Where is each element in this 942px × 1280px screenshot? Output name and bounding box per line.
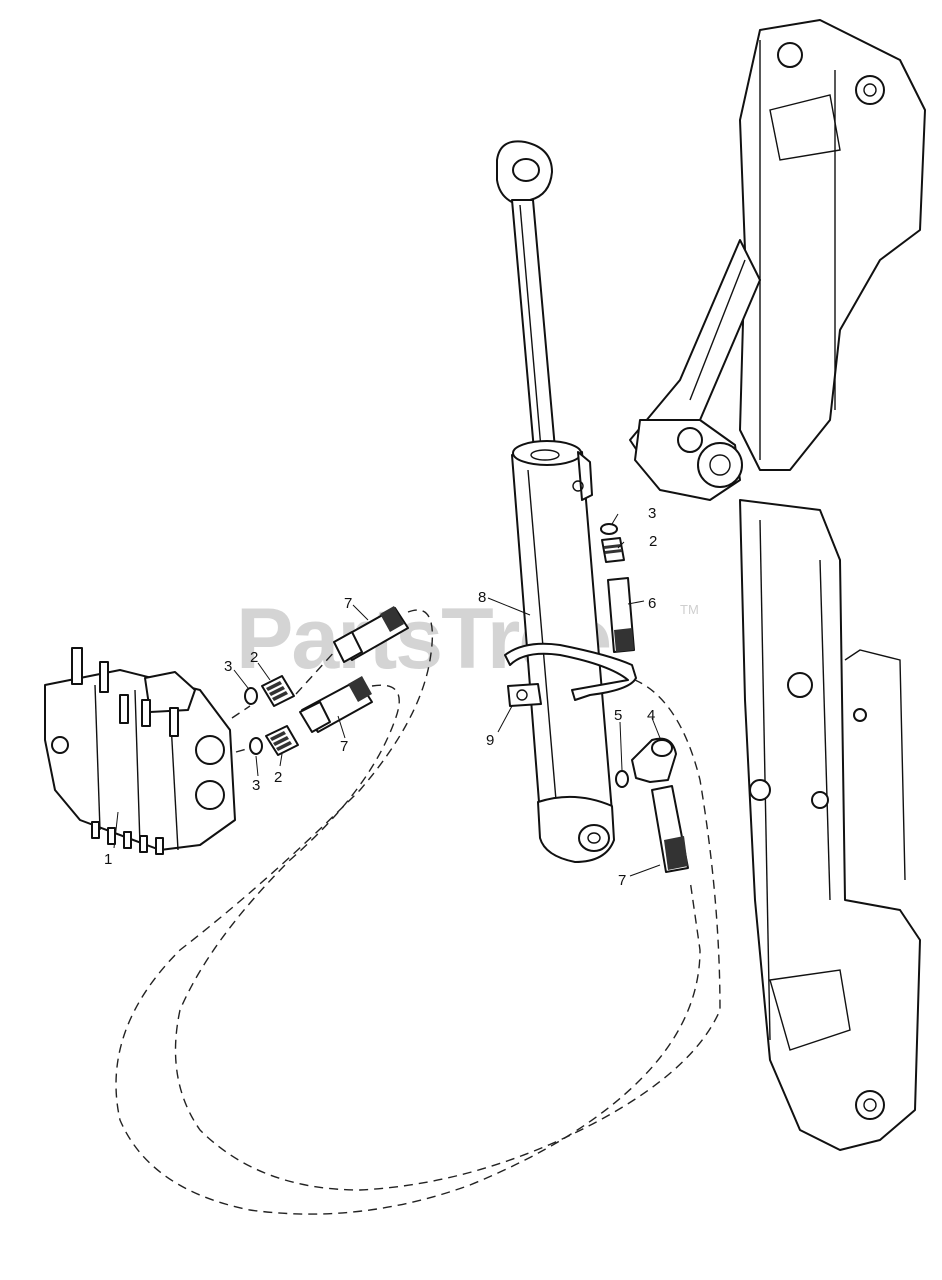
hydraulic-cylinder — [496, 140, 615, 863]
straight-adapter — [265, 725, 299, 756]
hose-line-inner — [174, 679, 721, 1191]
callout-label-2: 2 — [649, 533, 657, 550]
loader-boom-arm — [629, 19, 926, 1151]
callout-label-3: 3 — [648, 505, 656, 522]
straight-adapter — [601, 537, 625, 563]
hose-end-fitting — [651, 785, 689, 873]
callout-label-3: 3 — [252, 777, 260, 794]
hose-line-outer — [115, 609, 701, 1215]
fitting-alignment-line — [231, 705, 251, 719]
straight-adapter — [261, 675, 295, 707]
callout-label-6: 6 — [648, 595, 656, 612]
o-ring — [244, 687, 258, 705]
elbow-fitting — [631, 737, 677, 783]
callout-label-7: 7 — [340, 738, 348, 755]
callout-label-9: 9 — [486, 732, 494, 749]
o-ring — [249, 737, 263, 755]
fitting-alignment-line — [295, 649, 337, 695]
callout-label-7: 7 — [344, 595, 352, 612]
callout-label-1: 1 — [104, 851, 112, 868]
control-valve — [44, 647, 236, 855]
callout-label-7: 7 — [618, 872, 626, 889]
o-ring — [600, 523, 618, 535]
hose-end-fitting — [299, 676, 373, 733]
callout-label-2: 2 — [250, 649, 258, 666]
callout-label-5: 5 — [614, 707, 622, 724]
o-ring — [615, 770, 629, 788]
callout-leaders — [113, 513, 661, 877]
callout-label-2: 2 — [274, 769, 282, 786]
callout-label-4: 4 — [647, 707, 655, 724]
callout-label-3: 3 — [224, 658, 232, 675]
watermark-trademark: TM — [680, 602, 699, 617]
hose-end-fitting — [607, 577, 635, 653]
hose-end-fitting — [333, 606, 409, 663]
fitting-alignment-line — [235, 747, 251, 753]
callout-label-8: 8 — [478, 589, 486, 606]
clamp-band — [504, 642, 637, 707]
